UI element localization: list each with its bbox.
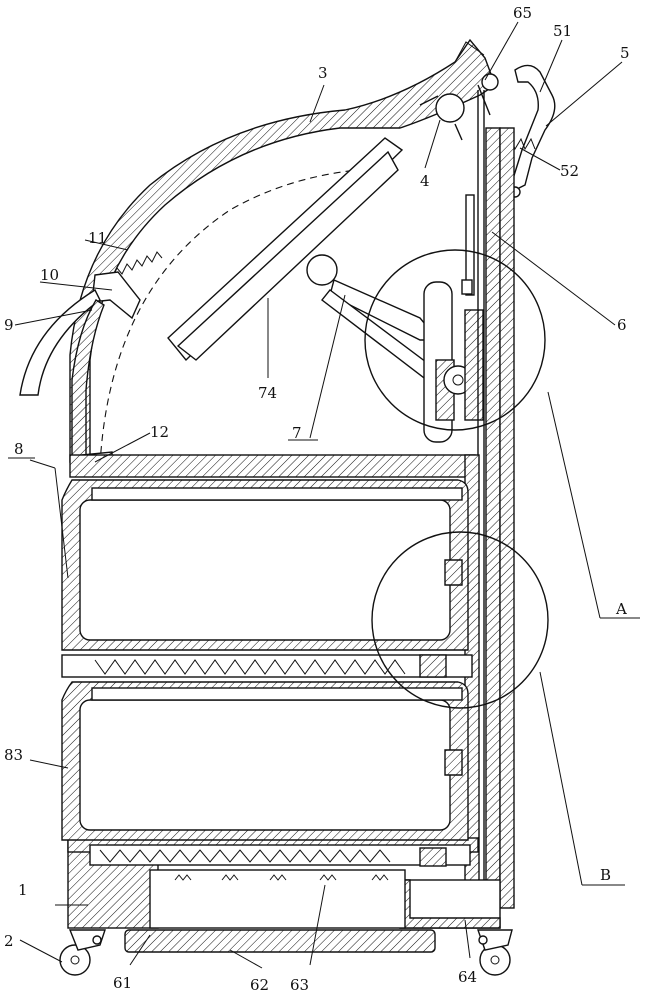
label-5: 5 (620, 44, 630, 62)
label-74: 74 (258, 384, 277, 402)
dashed-arc (99, 167, 391, 466)
label-3: 3 (318, 64, 328, 82)
label-61: 61 (113, 974, 132, 992)
label-7: 7 (292, 424, 302, 442)
drawer-spring-row-2 (89, 844, 471, 867)
label-12: 12 (150, 423, 169, 441)
label-6: 6 (617, 316, 627, 334)
leader-lines (8, 21, 640, 969)
label-65: 65 (513, 4, 532, 22)
base-springs-63 (149, 869, 406, 929)
roller-4 (419, 93, 465, 141)
wheel-right (477, 929, 513, 976)
spring-11 (111, 251, 163, 279)
handle-10 (19, 271, 141, 396)
detail-circle-b (371, 531, 549, 709)
label-b: B (600, 866, 611, 884)
arm-7 (306, 254, 453, 443)
label-51: 51 (553, 22, 572, 40)
drawer-8 (61, 479, 469, 651)
label-4: 4 (420, 172, 430, 190)
label-64: 64 (458, 968, 477, 986)
drawer-spring-row-1 (61, 654, 473, 678)
label-9: 9 (4, 316, 14, 334)
label-83: 83 (4, 746, 23, 764)
lid-inner-rail (71, 299, 105, 466)
detail-circle-a (364, 249, 546, 431)
label-11: 11 (88, 229, 107, 247)
pedal-62 (124, 929, 436, 953)
drawer-83 (61, 681, 469, 841)
wheel-left-2 (59, 929, 106, 976)
panel-74 (167, 137, 404, 362)
label-52: 52 (560, 162, 579, 180)
label-a: A (615, 600, 627, 618)
vertical-rail-6 (461, 90, 501, 909)
label-2: 2 (4, 932, 14, 950)
label-63: 63 (290, 976, 309, 994)
dome-housing (69, 38, 496, 463)
label-8: 8 (14, 440, 24, 458)
label-10: 10 (40, 266, 59, 284)
label-62: 62 (250, 976, 269, 994)
label-1: 1 (18, 881, 28, 899)
